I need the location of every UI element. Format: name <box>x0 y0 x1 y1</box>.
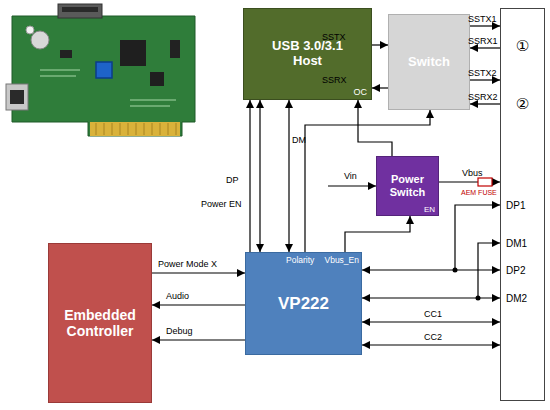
signal-wire <box>470 25 500 26</box>
pin-name: Polarity <box>286 256 314 266</box>
junction-dot <box>453 268 458 273</box>
host-chip <box>120 40 146 66</box>
power-connector <box>58 4 102 18</box>
signal-name: SSTX <box>322 33 346 43</box>
signal-wire <box>439 181 500 182</box>
signal-wire <box>362 344 500 345</box>
mounting-mark <box>26 26 34 34</box>
signal-name: SSRX1 <box>468 37 498 47</box>
pcb-board <box>12 16 195 136</box>
signal-name: Vin <box>344 172 357 182</box>
signal-name: DP <box>226 176 239 186</box>
signal-name: Debug <box>166 327 193 337</box>
connector-slot <box>62 7 98 12</box>
usb-port <box>6 84 28 110</box>
fuse-symbol <box>478 178 492 186</box>
small-chip <box>60 50 72 58</box>
connector-box: ① ② DP1DM1DP2DM2 <box>500 8 545 401</box>
power-switch-box: Power SwitchEN <box>376 156 439 216</box>
gold-fingers <box>90 122 180 136</box>
vp222-chip <box>96 62 112 78</box>
signal-wire <box>358 100 392 156</box>
pin-name: DP2 <box>506 265 525 277</box>
box-title: USB 3.0/3.1 Host <box>263 39 353 69</box>
switch-chip <box>150 72 164 86</box>
vp222-box: Polarity Vbus_EnVP222 <box>245 252 362 355</box>
dm1-branch-wire <box>478 243 500 298</box>
pcb-photo <box>4 2 200 142</box>
signal-name: SSTX2 <box>468 69 497 79</box>
signal-name: Power Mode X <box>158 260 217 270</box>
signal-name: CC1 <box>424 310 442 320</box>
signal-wire <box>470 47 500 48</box>
silkscreen-marks <box>40 70 176 106</box>
box-title: Switch <box>408 55 450 70</box>
pin-name: EN <box>424 205 435 214</box>
signal-wire <box>345 216 410 252</box>
signal-name: SSTX1 <box>468 15 497 25</box>
signal-name: SSRX <box>322 76 347 86</box>
signal-name: Power EN <box>201 200 242 210</box>
box-title: Embedded Controller <box>52 307 148 339</box>
host-box: USB 3.0/3.1 HostOC <box>243 8 372 100</box>
pin-name: DP1 <box>506 200 525 212</box>
signal-wire <box>152 272 245 273</box>
signal-wire <box>372 44 388 45</box>
signal-name: CC2 <box>424 333 442 343</box>
signal-wire <box>362 321 500 322</box>
junction-dot <box>476 296 481 301</box>
signal-wire <box>152 304 245 305</box>
signal-name: DM <box>292 136 306 146</box>
box-title: VP222 <box>278 294 329 314</box>
signal-wire <box>372 87 388 88</box>
signal-name: Vbus <box>462 169 483 179</box>
dp1-branch-wire <box>455 205 500 270</box>
fuse-label: AEM FUSE <box>461 189 497 197</box>
capacitor <box>31 31 49 49</box>
callout-number: ① <box>501 37 544 54</box>
finger-contacts <box>96 123 176 135</box>
pin-name: Vbus_En <box>325 256 360 266</box>
callout-number: ② <box>501 95 544 112</box>
signal-wire <box>470 79 500 80</box>
signal-wire <box>249 100 250 252</box>
pin-name: OC <box>354 87 368 97</box>
signal-wire <box>288 100 289 252</box>
pin-name: DM1 <box>506 238 527 250</box>
signal-name: SSRX2 <box>468 93 498 103</box>
box-title: Power Switch <box>379 173 437 198</box>
pin-name: DM2 <box>506 293 527 305</box>
vin-wire <box>328 185 376 186</box>
usb-port-opening <box>10 90 24 104</box>
switch-box: Switch <box>388 14 470 110</box>
small-chip <box>170 40 180 58</box>
photo-background <box>4 2 200 142</box>
controller-box: Embedded Controller <box>48 243 152 403</box>
signal-wire <box>362 269 500 270</box>
signal-name: Audio <box>166 292 189 302</box>
signal-wire <box>259 100 260 252</box>
signal-wire <box>362 297 500 298</box>
signal-wire <box>470 103 500 104</box>
signal-wire <box>152 339 245 340</box>
